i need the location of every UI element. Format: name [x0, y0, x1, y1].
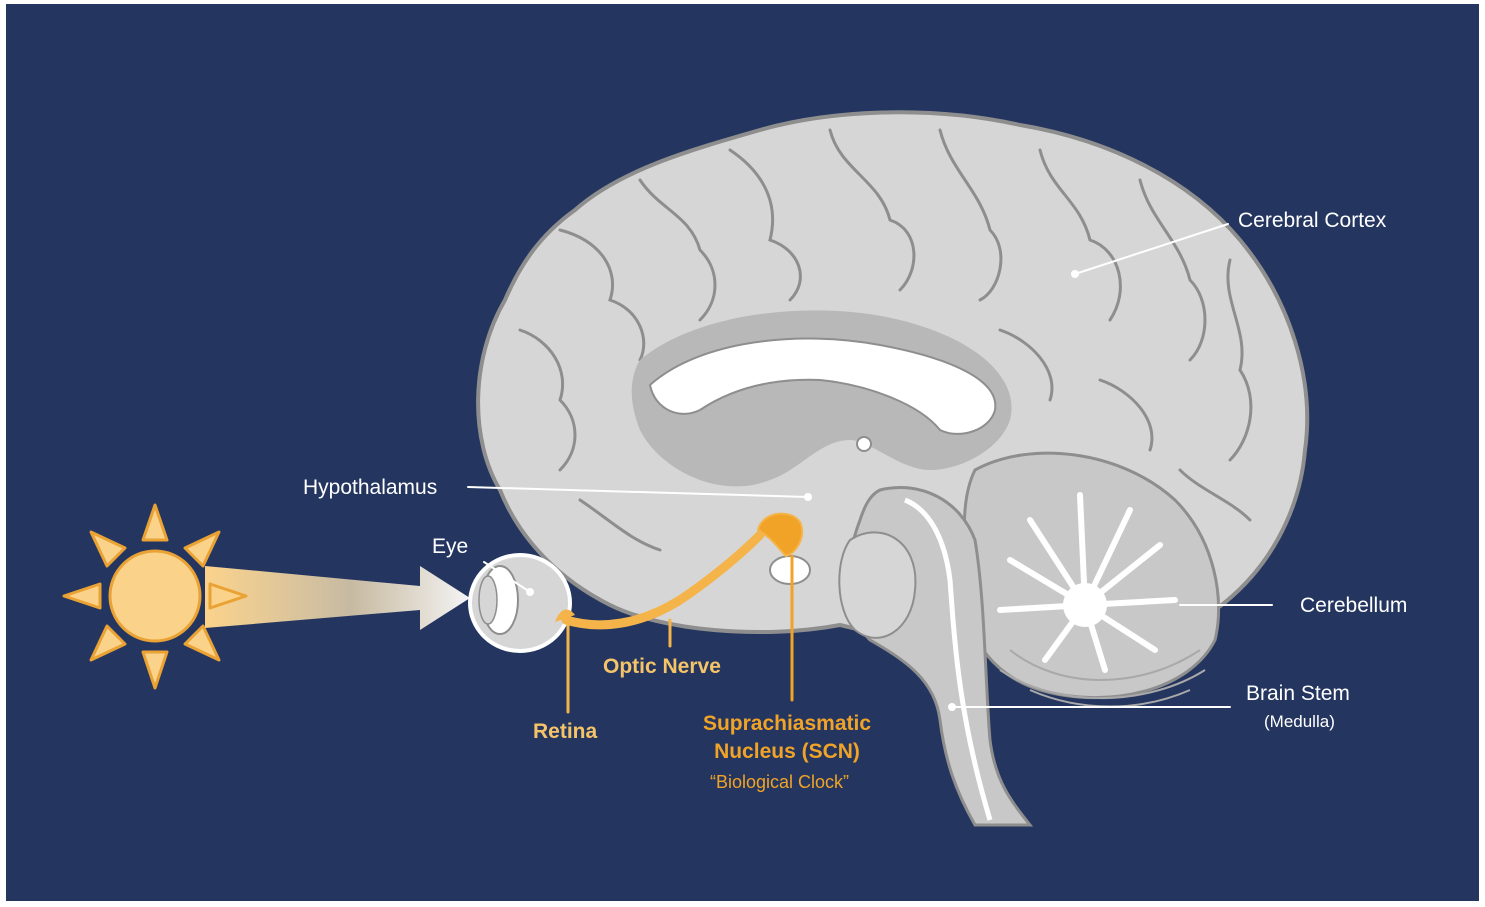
label-retina: Retina: [533, 720, 598, 743]
label-cerebellum: Cerebellum: [1300, 594, 1408, 617]
label-scn: Suprachiasmatic Nucleus (SCN): [686, 710, 888, 766]
label-scn-line1: Suprachiasmatic: [702, 712, 872, 735]
sun-icon: [62, 503, 248, 690]
label-biological-clock: “Biological Clock”: [710, 772, 850, 792]
label-scn-line2: Nucleus (SCN): [714, 740, 860, 763]
cerebellum: [962, 451, 1221, 708]
leader-lines: [467, 223, 1273, 714]
corpus-callosum: [648, 337, 997, 435]
scn-marker: [756, 512, 804, 558]
label-eye: Eye: [432, 535, 469, 558]
optic-nerve-path: [555, 530, 765, 630]
light-beam-arrow: [205, 566, 470, 630]
label-medulla: (Medulla): [1264, 712, 1335, 731]
brain-illustration: [476, 110, 1310, 827]
label-cerebral-cortex: Cerebral Cortex: [1238, 209, 1387, 232]
label-hypothalamus: Hypothalamus: [303, 476, 438, 499]
label-brain-stem: Brain Stem: [1246, 682, 1350, 705]
label-optic-nerve: Optic Nerve: [603, 655, 721, 678]
eye-icon: [468, 553, 572, 653]
